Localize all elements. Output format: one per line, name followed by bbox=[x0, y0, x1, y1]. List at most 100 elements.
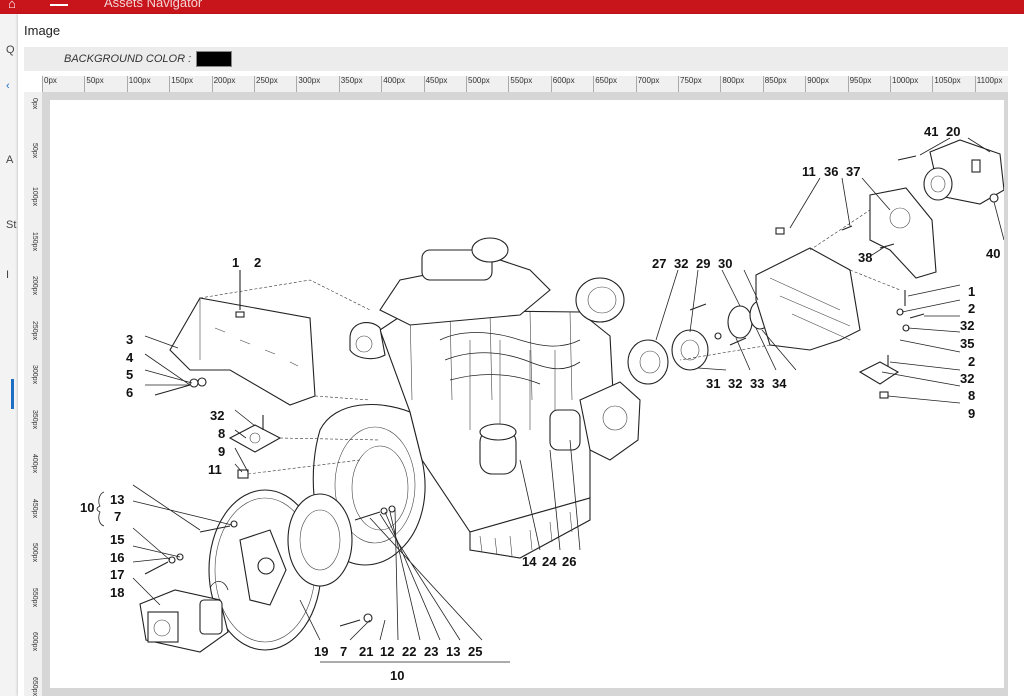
ruler-h-tick: 700px bbox=[635, 76, 660, 92]
callout-40: 40 bbox=[986, 246, 1000, 261]
callout-1: 1 bbox=[232, 255, 239, 270]
callout-32-right-b: 32 bbox=[960, 371, 974, 386]
callout-19: 19 bbox=[314, 644, 328, 659]
ruler-h-tick: 950px bbox=[847, 76, 872, 92]
ruler-h-tick: 400px bbox=[381, 76, 405, 92]
menu-icon[interactable] bbox=[50, 4, 68, 6]
callout-5: 5 bbox=[126, 367, 133, 382]
ruler-v-tick: 600px bbox=[31, 632, 38, 652]
ruler-h-tick: 650px bbox=[593, 76, 617, 92]
callout-41: 41 bbox=[924, 124, 938, 139]
leader-lines bbox=[132, 137, 1004, 663]
callout-8-right: 8 bbox=[968, 388, 975, 403]
ruler-v-tick: 450px bbox=[31, 498, 38, 518]
callout-10-bottom: 10 bbox=[390, 668, 404, 683]
engine-drawing: 1 2 3 4 5 6 32 8 9 11 13 7 15 16 17 18 1 bbox=[80, 124, 1004, 683]
ruler-h-tick: 50px bbox=[84, 76, 104, 92]
callout-8: 8 bbox=[218, 426, 225, 441]
callout-33: 33 bbox=[750, 376, 764, 391]
callout-7: 7 bbox=[114, 509, 121, 524]
engine-block bbox=[312, 237, 641, 566]
image-toolbar: BACKGROUND COLOR : bbox=[24, 47, 1008, 71]
brace-10-left bbox=[96, 491, 105, 527]
flywheel-assembly bbox=[144, 489, 396, 651]
ruler-v-tick: 100px bbox=[31, 187, 38, 207]
ruler-h-tick: 1050px bbox=[932, 76, 961, 92]
background-color-picker[interactable] bbox=[196, 51, 232, 67]
callout-26: 26 bbox=[562, 554, 576, 569]
background-sidebar: Q ‹ A St I bbox=[0, 14, 19, 696]
ruler-h-tick: 450px bbox=[423, 76, 448, 92]
callout-4: 4 bbox=[126, 350, 134, 365]
home-icon[interactable]: ⌂ bbox=[8, 0, 16, 11]
callout-30: 30 bbox=[718, 256, 732, 271]
callout-11: 11 bbox=[208, 462, 222, 477]
callout-31: 31 bbox=[706, 376, 720, 391]
bg-letter-q: Q bbox=[6, 44, 15, 56]
ruler-h-tick: 250px bbox=[254, 76, 278, 92]
ruler-h-tick: 350px bbox=[338, 76, 363, 92]
app-title: Assets Navigator bbox=[104, 0, 203, 10]
callout-36: 36 bbox=[824, 164, 838, 179]
ruler-v-tick: 650px bbox=[31, 676, 38, 696]
callout-2: 2 bbox=[254, 255, 261, 270]
image-canvas: 1 2 3 4 5 6 32 8 9 11 13 7 15 16 17 18 1 bbox=[42, 92, 1008, 696]
exploded-parts-diagram[interactable]: 1 2 3 4 5 6 32 8 9 11 13 7 15 16 17 18 1 bbox=[50, 100, 1004, 688]
hydraulic-pump-left bbox=[139, 581, 229, 653]
callout-35: 35 bbox=[960, 336, 974, 351]
callout-24: 24 bbox=[542, 554, 557, 569]
ruler-h-tick: 200px bbox=[211, 76, 236, 92]
ruler-h-tick: 300px bbox=[296, 76, 321, 92]
callout-13-bottom: 13 bbox=[446, 644, 460, 659]
callout-32-pump: 32 bbox=[674, 256, 688, 271]
callout-17: 17 bbox=[110, 567, 124, 582]
ruler-v-tick: 400px bbox=[31, 454, 38, 474]
back-icon[interactable]: ‹ bbox=[6, 80, 10, 92]
callout-22: 22 bbox=[402, 644, 416, 659]
gear-pump-right bbox=[897, 139, 1004, 205]
callout-1-right: 1 bbox=[968, 284, 975, 299]
callout-27: 27 bbox=[652, 256, 666, 271]
ruler-v-tick: 150px bbox=[31, 231, 38, 251]
callout-12: 12 bbox=[380, 644, 394, 659]
callout-14: 14 bbox=[522, 554, 537, 569]
ruler-h-tick: 850px bbox=[762, 76, 787, 92]
app-header-bar: ⌂ Assets Navigator bbox=[0, 0, 1024, 14]
callout-11-right: 11 bbox=[802, 164, 816, 179]
ruler-v-tick: 350px bbox=[31, 409, 38, 429]
ruler-h-tick: 1100px bbox=[974, 76, 1003, 92]
ruler-h-tick: 800px bbox=[720, 76, 745, 92]
callout-29: 29 bbox=[696, 256, 710, 271]
ruler-h-tick: 550px bbox=[508, 76, 533, 92]
callout-15: 15 bbox=[110, 532, 124, 547]
callout-2-right-b: 2 bbox=[968, 354, 975, 369]
ruler-h-tick: 500px bbox=[466, 76, 490, 92]
callout-13: 13 bbox=[110, 492, 124, 507]
ruler-h-tick: 150px bbox=[169, 76, 193, 92]
callout-21: 21 bbox=[359, 644, 373, 659]
ruler-v-tick: 250px bbox=[31, 320, 38, 340]
callout-9-right: 9 bbox=[968, 406, 975, 421]
ruler-v-tick: 500px bbox=[31, 543, 38, 563]
callout-37: 37 bbox=[846, 164, 860, 179]
callout-32-right: 32 bbox=[960, 318, 974, 333]
ruler-h-tick: 100px bbox=[126, 76, 151, 92]
callout-20: 20 bbox=[946, 124, 960, 139]
ruler-v-tick: 300px bbox=[31, 365, 38, 385]
ruler-v-tick: 550px bbox=[31, 587, 38, 607]
callout-2-right: 2 bbox=[968, 301, 975, 316]
callout-7-bottom: 7 bbox=[340, 644, 347, 659]
ruler-h-tick: 0px bbox=[42, 76, 57, 92]
bg-letter-i: I bbox=[6, 269, 10, 281]
ruler-v-tick: 200px bbox=[31, 276, 38, 296]
callout-32-pump-b: 32 bbox=[728, 376, 742, 391]
ruler-h-tick: 600px bbox=[550, 76, 575, 92]
callout-25: 25 bbox=[468, 644, 482, 659]
callout-16: 16 bbox=[110, 550, 124, 565]
pump-drive-gears bbox=[627, 300, 771, 385]
engine-mount-bracket-left bbox=[154, 270, 381, 479]
bg-letter-a: A bbox=[6, 154, 14, 166]
callout-9: 9 bbox=[218, 444, 225, 459]
